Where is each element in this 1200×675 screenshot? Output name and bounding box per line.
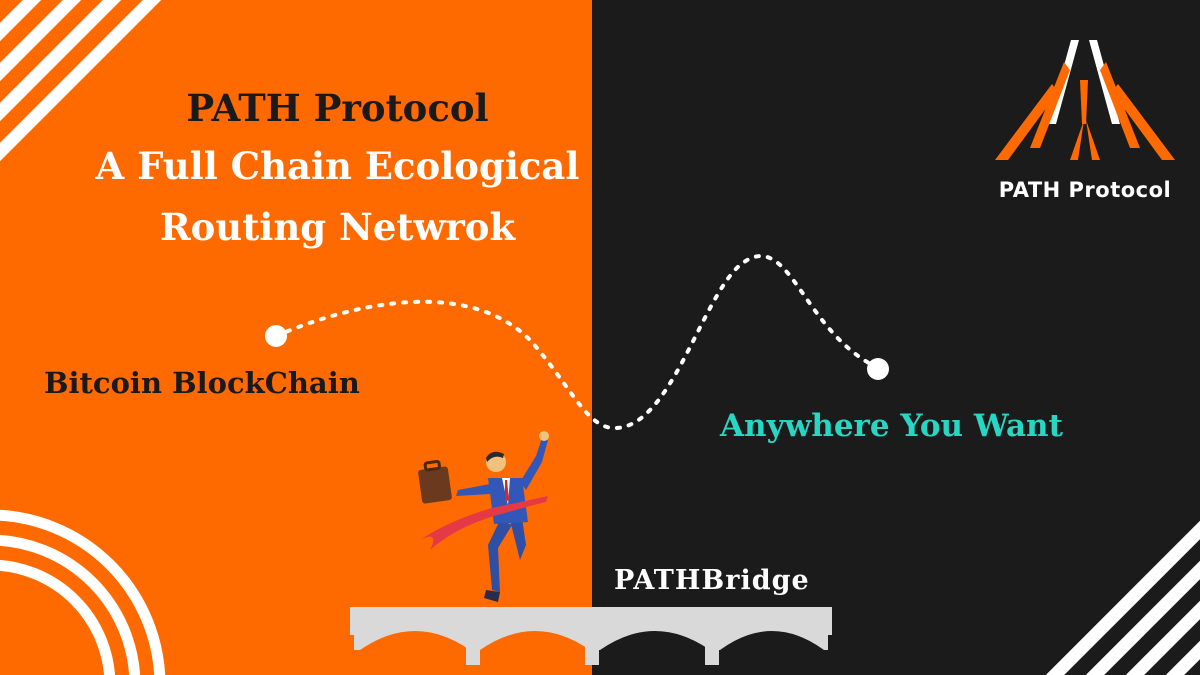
top-left-stripes-decoration — [0, 0, 162, 162]
destination-label: Anywhere You Want — [720, 408, 1063, 444]
logo-wordmark: PATH Protocol — [998, 178, 1172, 202]
headline-line-2: A Full Chain Ecological — [95, 144, 580, 188]
route-destination-dot — [867, 358, 889, 380]
route-origin-dot — [265, 325, 287, 347]
headline-line-3: Routing Netwrok — [159, 205, 516, 249]
headline-line-1: PATH Protocol — [186, 86, 489, 130]
path-protocol-arch-logo-icon — [995, 40, 1175, 160]
bottom-left-arcs-decoration — [0, 509, 166, 675]
bridge-label: PATHBridge — [614, 565, 810, 596]
businessman-crossing-finish-line-icon — [418, 431, 549, 602]
route-dotted-path — [265, 254, 889, 431]
origin-label: Bitcoin BlockChain — [44, 366, 360, 400]
bottom-right-stripes-decoration — [1045, 520, 1200, 675]
bridge-illustration — [350, 607, 832, 665]
